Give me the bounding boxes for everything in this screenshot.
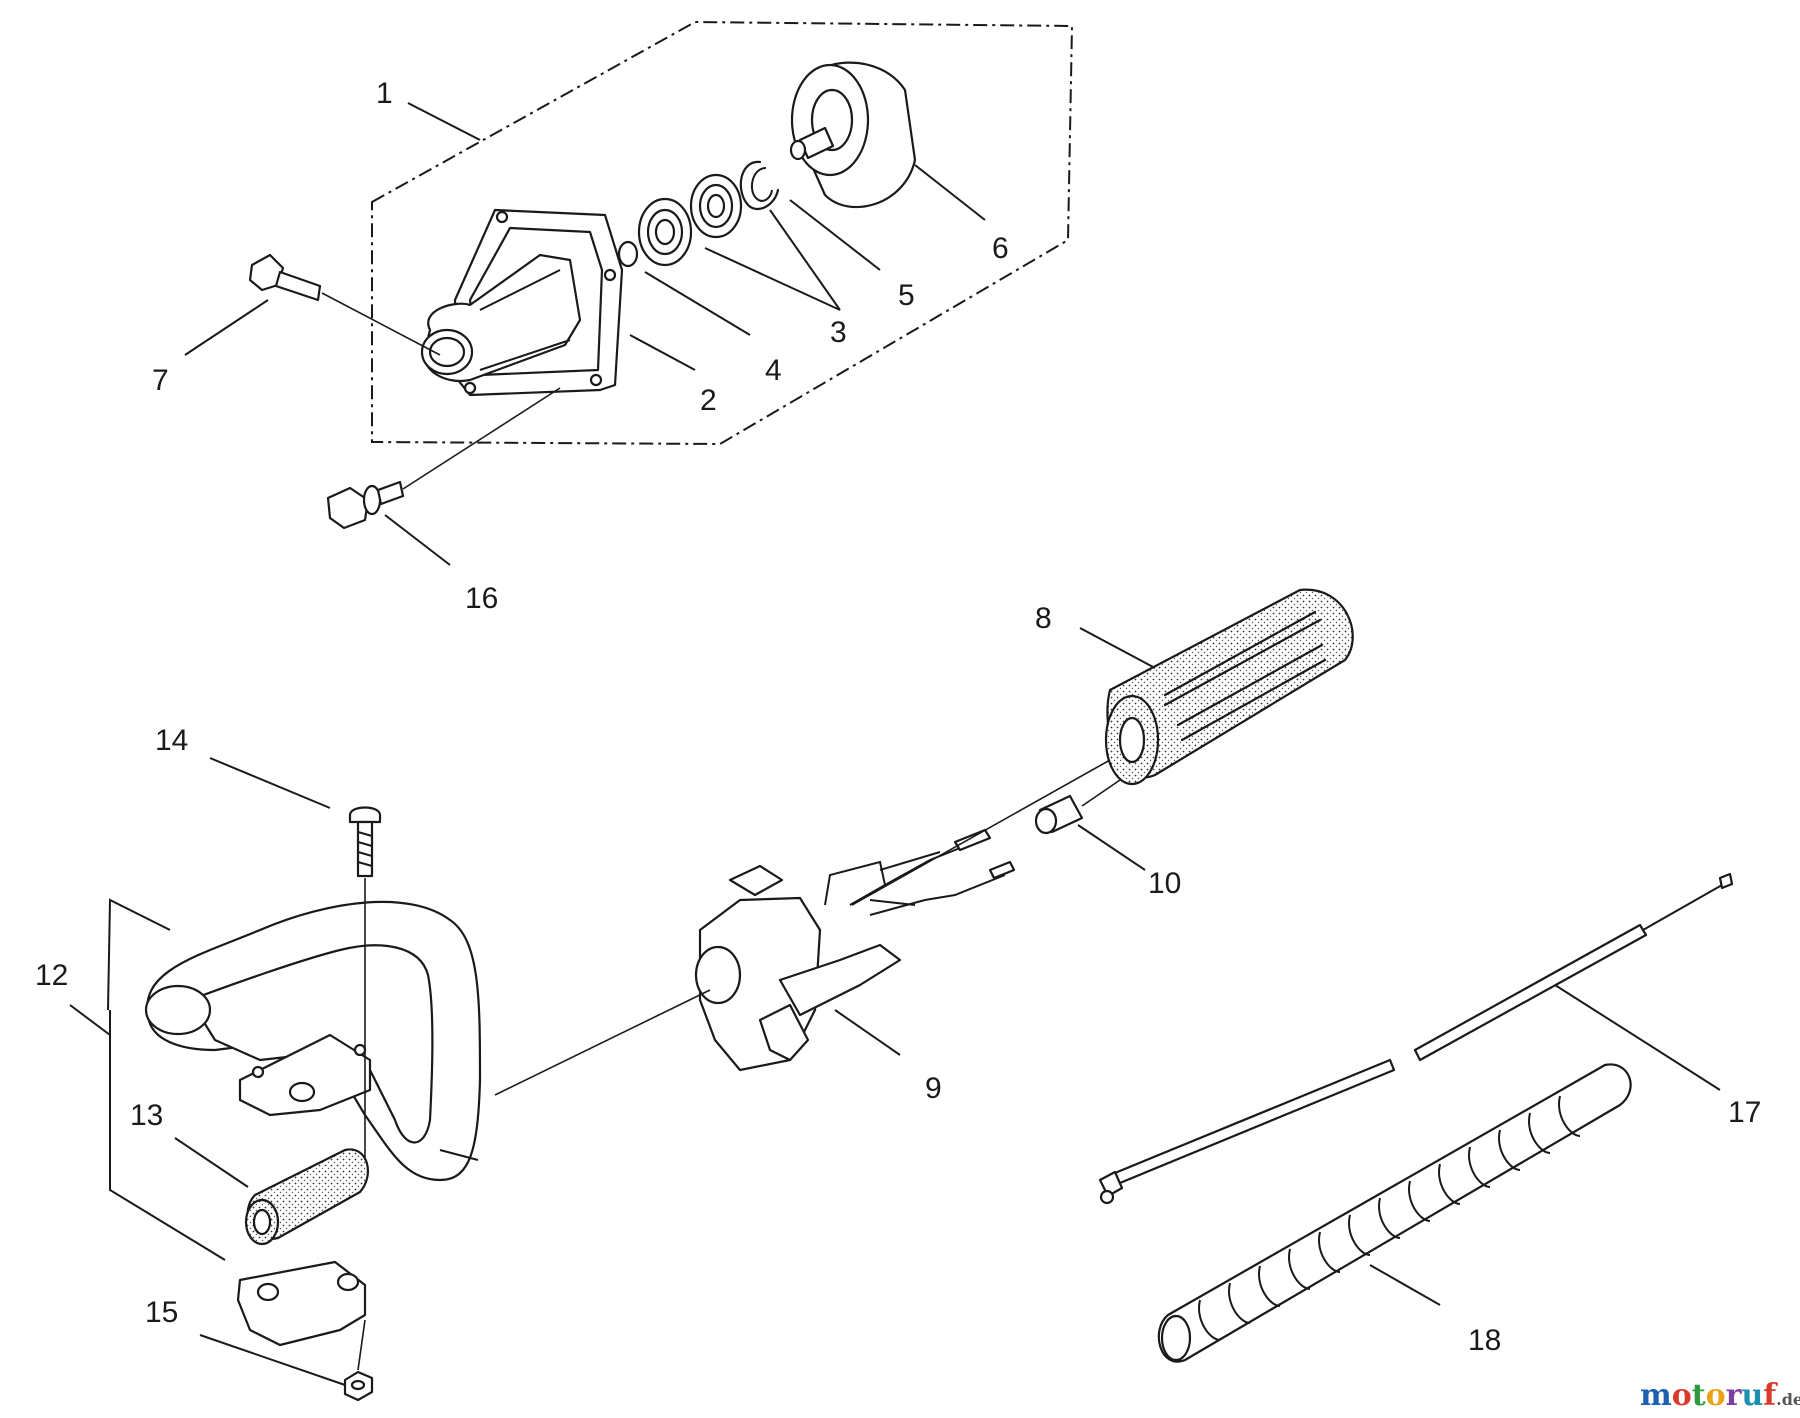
wm-letter: o: [1672, 1378, 1692, 1413]
callout-8: 8: [1035, 602, 1052, 635]
callout-2: 2: [700, 384, 717, 417]
part-2-clutch-housing: [420, 208, 624, 397]
part-7-bolt: [248, 253, 441, 356]
part-15-clamp-and-nut: [236, 1260, 374, 1402]
part-16-bolt-washer: [326, 387, 561, 530]
part-9-throttle-housing: [494, 759, 1111, 1096]
callout-7: 7: [152, 364, 169, 397]
part-14-screw: [348, 806, 382, 1160]
part-13-small-grip: [244, 1148, 369, 1246]
callout-9: 9: [925, 1072, 942, 1105]
part-12-loop-handle: [144, 900, 482, 1182]
leader-lines: [69, 102, 1721, 1386]
wm-letter: u: [1741, 1378, 1763, 1413]
wm-suffix: .de: [1776, 1390, 1800, 1409]
callout-12: 12: [35, 959, 68, 992]
callout-17: 17: [1728, 1096, 1761, 1129]
callout-10: 10: [1148, 867, 1181, 900]
wm-letter: r: [1726, 1378, 1743, 1413]
part-3-bearings: [637, 173, 743, 267]
wm-letter: f: [1763, 1378, 1778, 1413]
motoruf-watermark-logo: motoruf.de: [1640, 1378, 1800, 1413]
wm-letter: t: [1692, 1378, 1706, 1413]
svg-text:motoruf.de: motoruf.de: [1640, 1378, 1800, 1413]
callout-4: 4: [765, 354, 782, 387]
callout-14: 14: [155, 724, 188, 757]
part-6-clutch-drum: [789, 61, 917, 209]
wm-letter: m: [1640, 1378, 1672, 1413]
part-17-throttle-cable: [1098, 872, 1734, 1205]
part-8-handle-grip: [1104, 588, 1354, 786]
clutch-kit-boundary: [371, 20, 1074, 446]
part-5-circlip: [739, 160, 780, 211]
callout-5: 5: [898, 279, 915, 312]
part-4-snap-ring: [617, 240, 639, 268]
callout-13: 13: [130, 1099, 163, 1132]
callout-labels: 1 2 3 4 5 6 7 8 9 10 12 13 14 15 16 17 1…: [35, 77, 1761, 1357]
callout-1: 1: [376, 77, 393, 110]
callout-18: 18: [1468, 1324, 1501, 1357]
part-10-spacer: [1034, 779, 1121, 835]
part-18-cable-conduit: [1157, 1063, 1632, 1363]
wm-letter: o: [1706, 1378, 1726, 1413]
callout-3: 3: [830, 316, 847, 349]
callout-15: 15: [145, 1296, 178, 1329]
callout-6: 6: [992, 232, 1009, 265]
callout-16: 16: [465, 582, 498, 615]
